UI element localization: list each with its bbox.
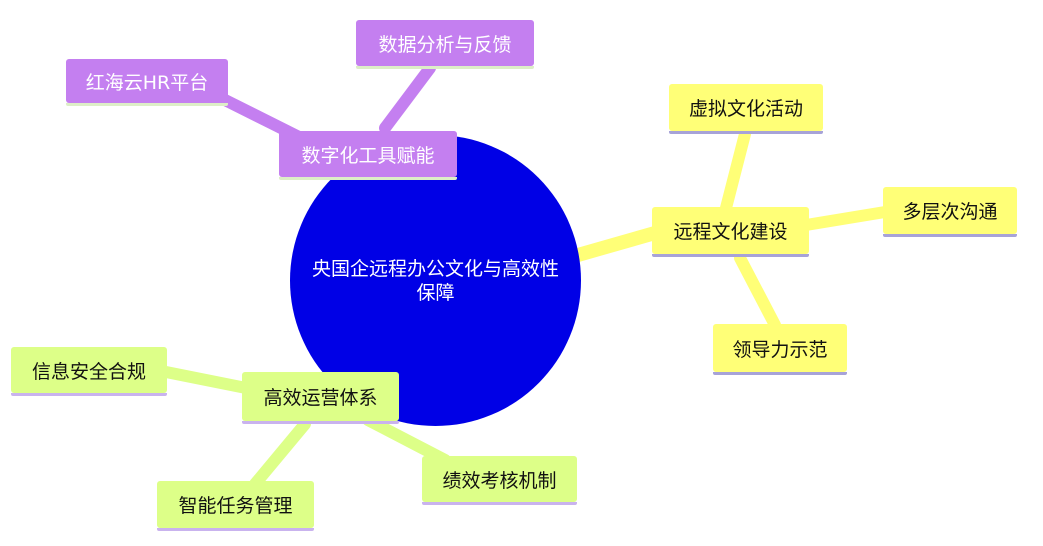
node-hr-platform[interactable]: 红海云HR平台: [66, 59, 228, 106]
node-leadership[interactable]: 领导力示范: [713, 324, 847, 375]
link-ops-security: [160, 366, 252, 394]
node-info-security[interactable]: 信息安全合规: [11, 347, 167, 396]
link-digital-data: [379, 62, 436, 134]
link-ops-perf: [362, 414, 451, 466]
node-remote-culture[interactable]: 远程文化建设: [652, 207, 809, 257]
link-culture-virtual: [720, 128, 751, 214]
node-virtual-activity[interactable]: 虚拟文化活动: [669, 84, 823, 134]
node-efficient-ops[interactable]: 高效运营体系: [242, 372, 399, 424]
node-digital-tools[interactable]: 数字化工具赋能: [279, 131, 457, 180]
link-culture-comm: [794, 206, 891, 232]
node-task-mgmt[interactable]: 智能任务管理: [157, 481, 314, 531]
link-ops-task: [249, 418, 311, 490]
node-multi-comm[interactable]: 多层次沟通: [883, 187, 1017, 237]
node-data-analysis[interactable]: 数据分析与反馈: [356, 20, 534, 69]
link-root-culture: [571, 226, 662, 262]
link-culture-lead: [734, 252, 781, 331]
node-performance[interactable]: 绩效考核机制: [422, 456, 577, 505]
